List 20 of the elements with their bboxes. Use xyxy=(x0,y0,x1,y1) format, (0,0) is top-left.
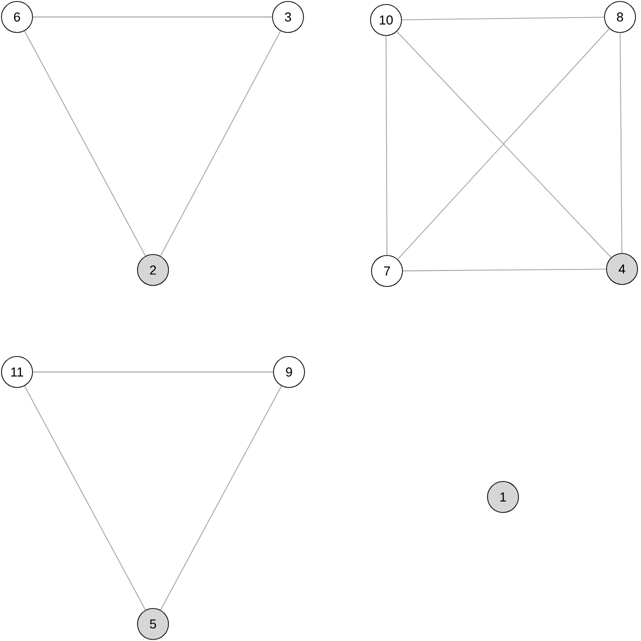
graph-node: 1 xyxy=(487,481,519,513)
edge-line xyxy=(402,268,607,272)
graph-node: 7 xyxy=(371,255,403,287)
graph-node: 3 xyxy=(272,1,304,33)
graph-node: 6 xyxy=(1,1,33,33)
edge-line xyxy=(620,32,622,254)
edge-line xyxy=(32,16,273,18)
edge-line xyxy=(401,16,605,20)
graph-node: 8 xyxy=(604,1,636,33)
edge-line xyxy=(24,386,146,610)
graph-node: 2 xyxy=(137,254,169,286)
edge-line xyxy=(160,30,281,256)
graph-node: 9 xyxy=(273,356,305,388)
edge-line xyxy=(386,35,388,256)
graph-node: 11 xyxy=(1,356,33,388)
graph-node: 5 xyxy=(137,608,169,640)
edge-line xyxy=(160,386,282,610)
graph-node: 4 xyxy=(606,253,638,285)
graph-node: 10 xyxy=(370,4,402,36)
edge-line xyxy=(24,30,146,256)
